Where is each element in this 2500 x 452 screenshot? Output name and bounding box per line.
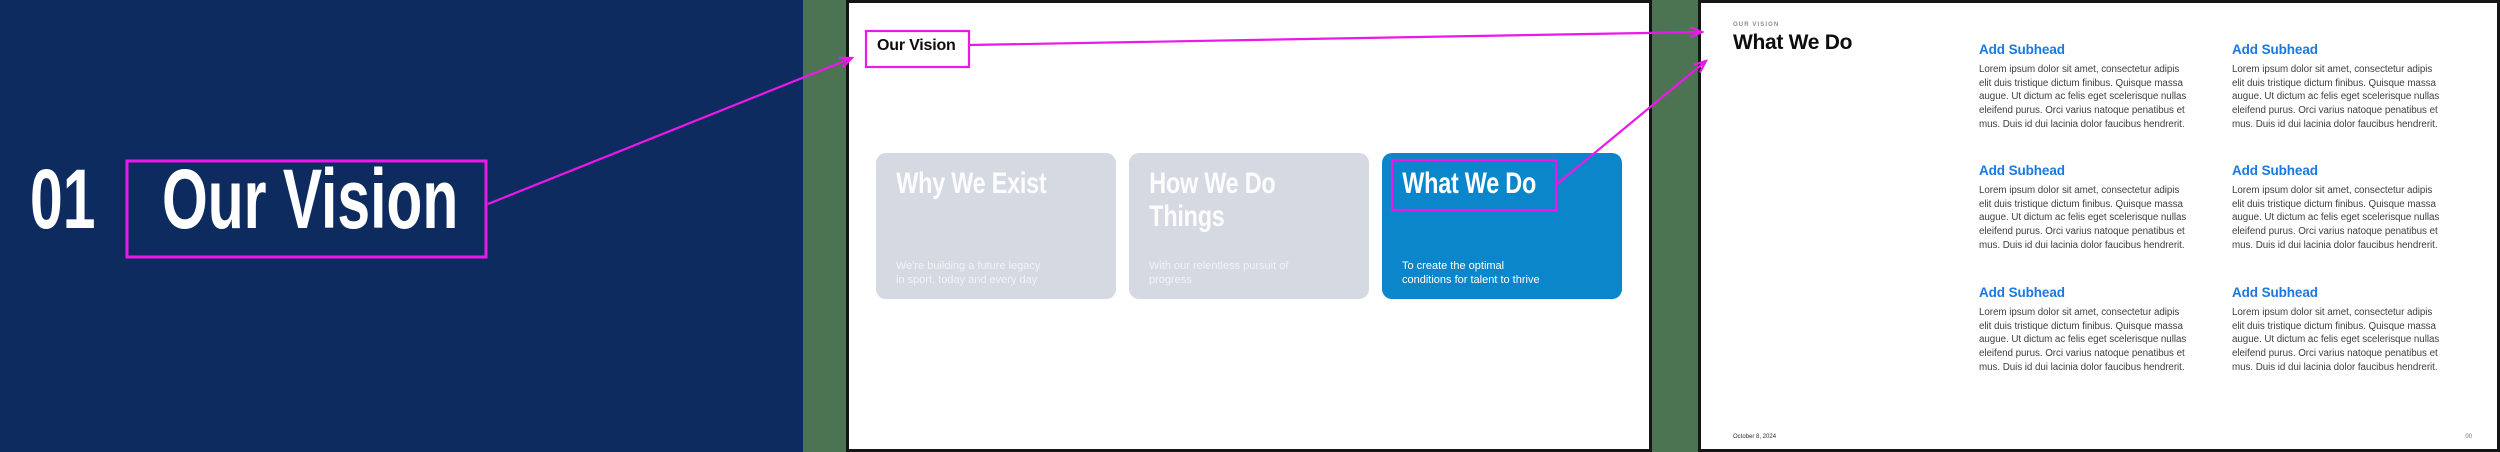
subhead-body-line: mus. Duis id dui lacinia dolor faucibus … xyxy=(1979,118,2185,130)
subhead-body-line: mus. Duis id dui lacinia dolor faucibus … xyxy=(1979,239,2185,251)
subhead-body-line: Lorem ipsum dolor sit amet, consectetur … xyxy=(1979,64,2180,75)
subhead-body-line: Lorem ipsum dolor sit amet, consectetur … xyxy=(1979,307,2180,318)
subhead-body-line: Lorem ipsum dolor sit amet, consectetur … xyxy=(2232,307,2433,318)
subhead-body-line: Lorem ipsum dolor sit amet, consectetur … xyxy=(1979,185,2180,196)
slide-title: What We Do xyxy=(1733,31,1853,54)
section-cover-panel: 01 Our Vision xyxy=(0,0,803,452)
subhead-body-line: eleifend purus. Orci varius natoque pena… xyxy=(1979,226,2185,238)
subhead-body-line: augue. Ut dictum ac felis eget scelerisq… xyxy=(2232,334,2440,346)
card-what-we-do[interactable]: What We Do To create the optimal conditi… xyxy=(1382,153,1622,299)
subhead-title[interactable]: Add Subhead xyxy=(1979,285,2065,300)
card-body-line: conditions for talent to thrive xyxy=(1402,274,1540,286)
subhead-body-line: eleifend purus. Orci varius natoque pena… xyxy=(1979,348,2185,360)
subhead-block: Add Subhead Lorem ipsum dolor sit amet, … xyxy=(1979,42,2203,132)
subhead-body-line: eleifend purus. Orci varius natoque pena… xyxy=(2232,348,2438,360)
slide-what-we-do: OUR VISION What We Do Add Subhead Lorem … xyxy=(1698,0,2500,452)
subhead-body-line: augue. Ut dictum ac felis eget scelerisq… xyxy=(1979,212,2187,224)
subhead-body-line: Lorem ipsum dolor sit amet, consectetur … xyxy=(2232,64,2433,75)
slide-page-number: 00 xyxy=(2465,434,2472,440)
subhead-body-line: elit duis tristique dictum finibus. Quis… xyxy=(1979,77,2183,89)
subhead-title[interactable]: Add Subhead xyxy=(2232,42,2318,57)
subhead-body-line: elit duis tristique dictum finibus. Quis… xyxy=(1979,198,2183,210)
subhead-block: Add Subhead Lorem ipsum dolor sit amet, … xyxy=(2232,285,2456,375)
card-body: We're building a future legacy in sport,… xyxy=(896,259,1108,287)
subhead-body-line: mus. Duis id dui lacinia dolor faucibus … xyxy=(2232,118,2438,130)
subhead-body-line: elit duis tristique dictum finibus. Quis… xyxy=(2232,320,2436,332)
subhead-body-line: augue. Ut dictum ac felis eget scelerisq… xyxy=(1979,91,2187,103)
card-body-line: We're building a future legacy xyxy=(896,260,1041,272)
subhead-body-line: mus. Duis id dui lacinia dolor faucibus … xyxy=(2232,239,2438,251)
subhead-body-line: elit duis tristique dictum finibus. Quis… xyxy=(1979,320,2183,332)
subhead-body-line: elit duis tristique dictum finibus. Quis… xyxy=(2232,198,2436,210)
subhead-body-line: mus. Duis id dui lacinia dolor faucibus … xyxy=(2232,361,2438,373)
slide-our-vision: Our Vision Why We Exist We're building a… xyxy=(846,0,1652,452)
slide-date: October 8, 2024 xyxy=(1733,434,1777,440)
subhead-body-line: augue. Ut dictum ac felis eget scelerisq… xyxy=(2232,91,2440,103)
subhead-body-line: eleifend purus. Orci varius natoque pena… xyxy=(2232,105,2438,117)
card-how-we-do-things: How We Do Things With our relentless pur… xyxy=(1129,153,1369,299)
subhead-body-line: Lorem ipsum dolor sit amet, consectetur … xyxy=(2232,185,2433,196)
subhead-body-line: eleifend purus. Orci varius natoque pena… xyxy=(1979,105,2185,117)
card-title: Why We Exist xyxy=(896,167,1047,200)
card-why-we-exist: Why We Exist We're building a future leg… xyxy=(876,153,1116,299)
subhead-title[interactable]: Add Subhead xyxy=(1979,163,2065,178)
subhead-body-line: augue. Ut dictum ac felis eget scelerisq… xyxy=(1979,334,2187,346)
subhead-body-line: eleifend purus. Orci varius natoque pena… xyxy=(2232,226,2438,238)
subhead-title[interactable]: Add Subhead xyxy=(1979,42,2065,57)
cards-row: Why We Exist We're building a future leg… xyxy=(876,153,1622,299)
section-title[interactable]: Our Vision xyxy=(162,152,459,246)
subhead-title[interactable]: Add Subhead xyxy=(2232,163,2318,178)
subhead-body-line: mus. Duis id dui lacinia dolor faucibus … xyxy=(1979,361,2185,373)
slide-title[interactable]: Our Vision xyxy=(877,37,956,54)
card-body: With our relentless pursuit of progress xyxy=(1149,259,1361,287)
card-title: How We Do Things xyxy=(1149,167,1276,233)
card-body-line: progress xyxy=(1149,274,1192,286)
subhead-body-line: elit duis tristique dictum finibus. Quis… xyxy=(2232,77,2436,89)
subhead-block: Add Subhead Lorem ipsum dolor sit amet, … xyxy=(2232,42,2456,132)
slide-eyebrow: OUR VISION xyxy=(1733,22,1780,28)
subhead-block: Add Subhead Lorem ipsum dolor sit amet, … xyxy=(1979,163,2203,253)
subhead-block: Add Subhead Lorem ipsum dolor sit amet, … xyxy=(1979,285,2203,375)
card-title: What We Do xyxy=(1402,167,1537,200)
card-body-line: With our relentless pursuit of xyxy=(1149,260,1289,272)
subhead-body-line: augue. Ut dictum ac felis eget scelerisq… xyxy=(2232,212,2440,224)
section-number: 01 xyxy=(30,152,96,246)
subhead-block: Add Subhead Lorem ipsum dolor sit amet, … xyxy=(2232,163,2456,253)
card-body-line: To create the optimal xyxy=(1402,260,1505,272)
card-body: To create the optimal conditions for tal… xyxy=(1402,259,1614,287)
card-body-line: in sport, today and every day xyxy=(896,274,1038,286)
subhead-title[interactable]: Add Subhead xyxy=(2232,285,2318,300)
